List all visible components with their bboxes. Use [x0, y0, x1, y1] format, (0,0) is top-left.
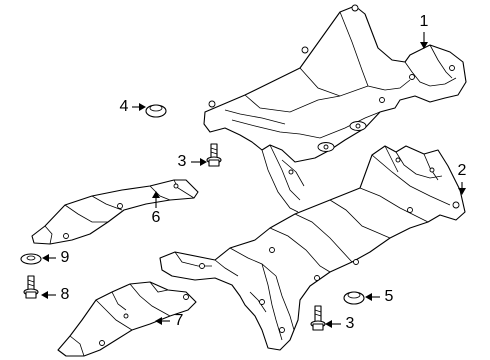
part-8-stud [23, 275, 39, 299]
leader-2 [458, 182, 466, 195]
callout-1: 1 [419, 13, 429, 30]
part-9-washer [20, 253, 42, 265]
callout-6: 6 [151, 209, 161, 226]
callout-4: 4 [119, 98, 129, 115]
callout-7: 7 [174, 312, 184, 329]
leader-8 [41, 291, 56, 299]
callout-9: 9 [60, 249, 70, 266]
leader-4 [132, 103, 146, 111]
part-2-lower-shield [159, 145, 466, 351]
callout-3-lower: 3 [345, 315, 355, 332]
callout-2: 2 [457, 162, 467, 179]
leader-9 [42, 254, 56, 262]
leader-3-lower [325, 320, 341, 328]
callout-5: 5 [384, 288, 394, 305]
part-4-grommet [145, 104, 167, 118]
part-1-upper-shield [203, 4, 467, 213]
part-6-bracket [31, 179, 199, 245]
part-5-grommet [343, 291, 365, 305]
leader-7 [155, 317, 170, 325]
leader-3-upper [191, 158, 207, 166]
leader-6 [152, 191, 160, 208]
part-7-lower-bracket [57, 281, 197, 357]
callout-3-upper: 3 [177, 153, 187, 170]
leader-1 [420, 32, 428, 49]
callout-8: 8 [60, 286, 70, 303]
part-3-bolt-upper [206, 143, 222, 167]
part-3-bolt-lower [310, 305, 326, 331]
leader-5 [365, 293, 380, 301]
